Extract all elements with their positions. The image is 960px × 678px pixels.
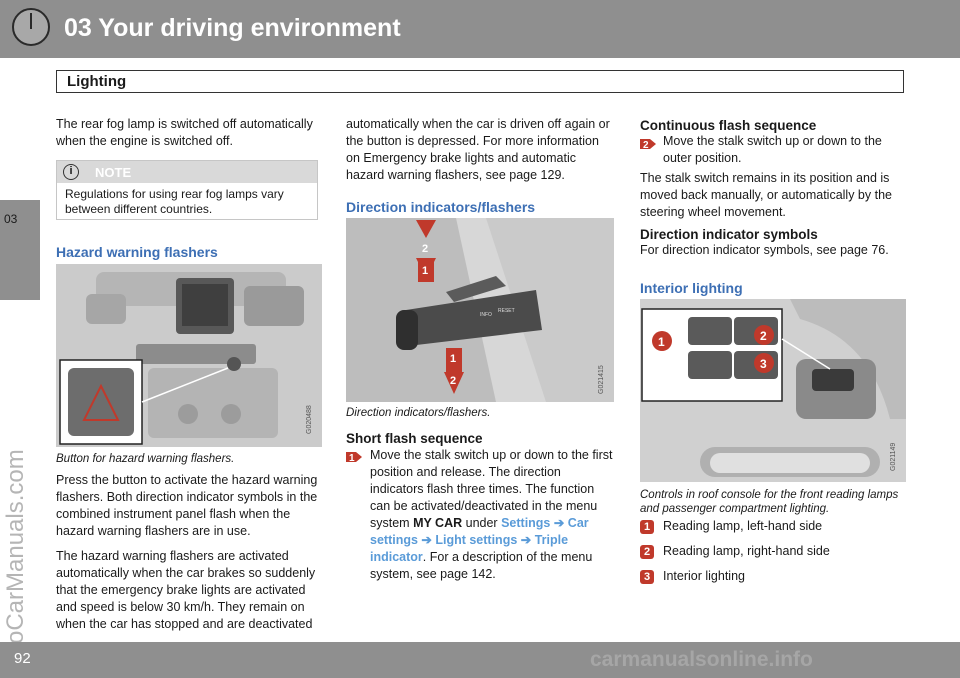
interior-figure: 1 2 3 G021149 [640,299,906,482]
section-bar: Lighting [56,70,904,93]
figure-code: G021415 [598,365,605,394]
figure-code: G021149 [890,442,897,471]
hazard-paragraph-2: The hazard warning flashers are activate… [56,549,316,631]
hazard-paragraph-1: Press the button to activate the hazard … [56,473,318,538]
continuous-paragraph: The stalk switch remains in its position… [640,171,892,219]
note-header: i NOTE [57,161,317,183]
figure-code: G020488 [306,405,313,434]
note-label: NOTE [95,165,132,180]
note-box: i NOTE Regulations for using rear fog la… [56,160,318,220]
footer-watermark: carmanualsonline.info [590,648,813,671]
dashboard-illustration [56,264,322,447]
callout-1: 1 [658,335,665,349]
menu-path: Settings ➔ Car settings ➔ Light settings… [370,516,589,564]
chapter-title: 03 Your driving environment [64,14,401,42]
stalk-info-label: INFO [480,312,492,318]
indicators-heading: Direction indicators/flashers [346,199,536,215]
speedometer-icon [12,8,50,46]
arrow-up-1: 1 [422,265,428,277]
item-number-badge: 1 [640,520,654,534]
continuous-heading: Continuous flash sequence [640,118,817,133]
chapter-header [0,0,960,58]
callout-2: 2 [760,329,767,343]
hazard-heading: Hazard warning flashers [56,244,218,260]
symbols-heading: Direction indicator symbols [640,227,818,242]
item-number-badge: 3 [640,570,654,584]
col1-intro: The rear fog lamp is switched off automa… [56,116,324,158]
list-item: Reading lamp, left-hand side [663,519,823,533]
col2-intro: automatically when the car is driven off… [346,116,614,192]
side-tab [0,200,40,300]
side-tab-number: 03 [4,212,18,226]
list-item: Interior lighting [663,569,745,583]
indicators-caption: Direction indicators/flashers. [346,407,491,419]
short-flash-heading: Short flash sequence [346,431,483,446]
page-number: 92 [14,650,31,667]
step-arrow-icon: 1 [346,452,362,464]
interior-heading: Interior lighting [640,280,743,296]
page-footer [0,642,960,678]
arrow-down-1: 1 [450,353,456,365]
stalk-reset-label: RESET [498,308,515,314]
svg-text:2: 2 [643,140,649,151]
stalk-figure: INFO RESET 2 1 1 2 G021415 [346,218,614,402]
hazard-caption: Button for hazard warning flashers. [56,453,235,465]
interior-caption: Controls in roof console for the front r… [640,489,899,515]
symbols-paragraph: For direction indicator symbols, see pag… [640,243,889,257]
list-item: Reading lamp, right-hand side [663,544,830,558]
emergency-paragraph: automatically when the car is driven off… [346,117,610,182]
short-flash-step: Move the stalk switch up or down to the … [370,448,613,581]
roof-console-illustration: 1 2 3 [640,299,906,482]
vertical-watermark: ProCarManuals.com [2,449,29,668]
info-icon: i [63,164,79,180]
svg-text:1: 1 [349,453,355,464]
my-car-label: MY CAR [413,516,463,530]
section-title: Lighting [67,73,127,90]
hazard-figure: G020488 [56,264,322,447]
item-number-badge: 2 [640,545,654,559]
step-arrow-icon: 2 [640,139,656,151]
note-text: Regulations for using rear fog lamps var… [65,187,284,216]
intro-text: The rear fog lamp is switched off automa… [56,117,313,148]
continuous-step: Move the stalk switch up or down to the … [663,134,882,165]
col1-body: Press the button to activate the hazard … [56,472,324,641]
arrow-down-2: 2 [450,375,456,387]
stalk-illustration: INFO RESET 2 1 1 2 [346,218,614,402]
arrow-up-2: 2 [422,243,428,255]
callout-3: 3 [760,357,767,371]
